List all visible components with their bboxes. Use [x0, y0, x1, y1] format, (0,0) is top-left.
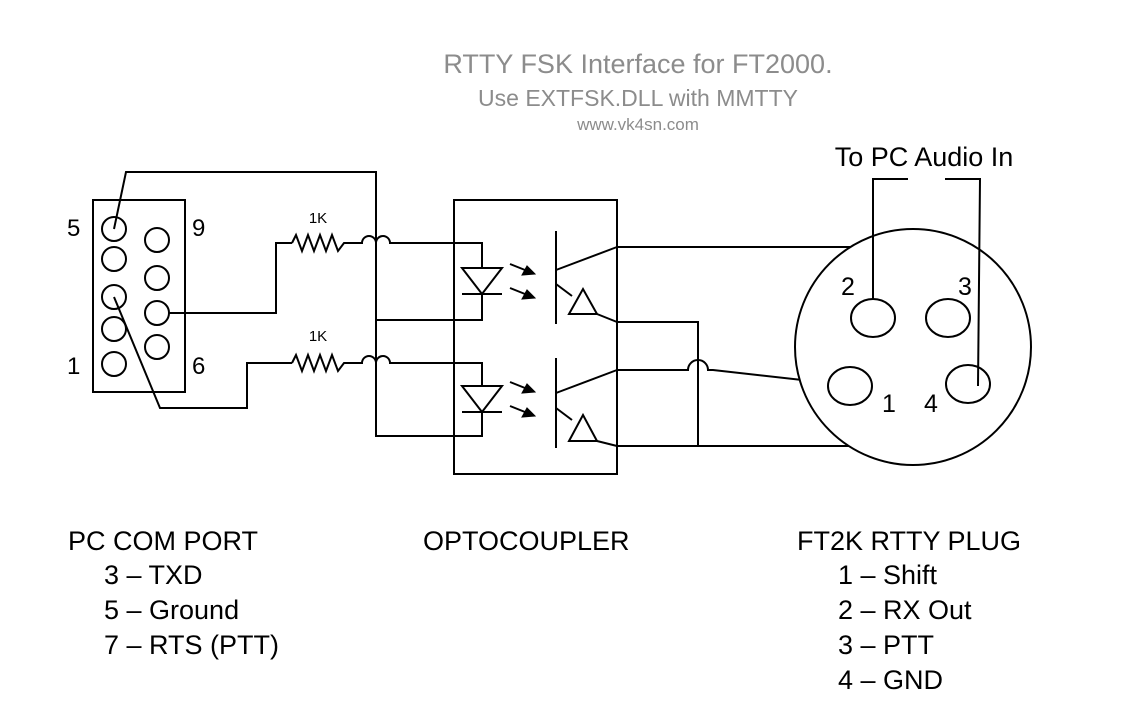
- legend-optocoupler-heading: OPTOCOUPLER: [423, 526, 630, 556]
- db9-pin-6: [144, 334, 170, 360]
- led-1: [459, 267, 505, 296]
- rts-wire: [169, 242, 292, 314]
- plug-pin-3: [925, 298, 971, 338]
- plug-label-4: 4: [924, 390, 938, 418]
- resistor-top-label: 1K: [309, 210, 327, 227]
- legend-plug-item: 3 – PTT: [838, 630, 934, 660]
- audio-lead-gnd: [945, 178, 982, 387]
- legend-plug-item: 2 – RX Out: [838, 595, 972, 625]
- resistor-bottom-label: 1K: [309, 328, 327, 345]
- legend-plug-heading: FT2K RTTY PLUG: [797, 526, 1021, 556]
- plug-body: [794, 228, 1032, 466]
- plug-heading: To PC Audio In: [835, 142, 1014, 172]
- db9-connector: [92, 199, 186, 393]
- legend-com-heading: PC COM PORT: [68, 526, 258, 556]
- legend-com-item: 5 – Ground: [104, 595, 239, 625]
- emitter-1-wire: [617, 321, 699, 446]
- led-2: [459, 385, 505, 414]
- legend-com-port: PC COM PORT 3 – TXD 5 – Ground 7 – RTS (…: [68, 526, 279, 660]
- db9-label-9: 9: [192, 215, 205, 242]
- shift-wire: [617, 359, 839, 385]
- txd-wire: [113, 296, 292, 409]
- db9-label-1: 1: [67, 353, 80, 380]
- legend-plug-item: 1 – Shift: [838, 560, 938, 590]
- plug-label-3: 3: [958, 273, 972, 301]
- resistor-bottom: [291, 352, 454, 374]
- audio-lead-rx: [872, 178, 908, 299]
- legend-plug-item: 4 – GND: [838, 665, 943, 695]
- db9-pin-8: [144, 265, 170, 291]
- plug-pin-2: [850, 298, 896, 338]
- db9-pin-4: [101, 246, 127, 272]
- plug-pin-1: [827, 366, 873, 406]
- db9-label-5: 5: [67, 215, 80, 242]
- ground-wire: [113, 171, 454, 437]
- title-main: RTTY FSK Interface for FT2000.: [443, 49, 832, 79]
- db9-pin-9: [144, 227, 170, 253]
- resistor-top: [291, 232, 454, 254]
- db9-wiring: [113, 171, 454, 437]
- optocoupler: [453, 199, 618, 475]
- plug-pin-4: [945, 364, 991, 404]
- db9-pin-1: [101, 351, 127, 377]
- plug-label-2: 2: [841, 273, 855, 301]
- legend-com-item: 3 – TXD: [104, 560, 203, 590]
- db9-pin-7: [144, 300, 170, 326]
- rtty-plug: [794, 178, 1032, 466]
- legend-com-item: 7 – RTS (PTT): [104, 630, 279, 660]
- db9-pin-2: [101, 316, 127, 342]
- legend-rtty-plug: FT2K RTTY PLUG 1 – Shift 2 – RX Out 3 – …: [797, 526, 1021, 695]
- db9-label-6: 6: [192, 353, 205, 380]
- plug-label-1: 1: [882, 390, 896, 418]
- title-subtitle: Use EXTFSK.DLL with MMTTY: [478, 85, 798, 111]
- title-website: www.vk4sn.com: [576, 115, 699, 134]
